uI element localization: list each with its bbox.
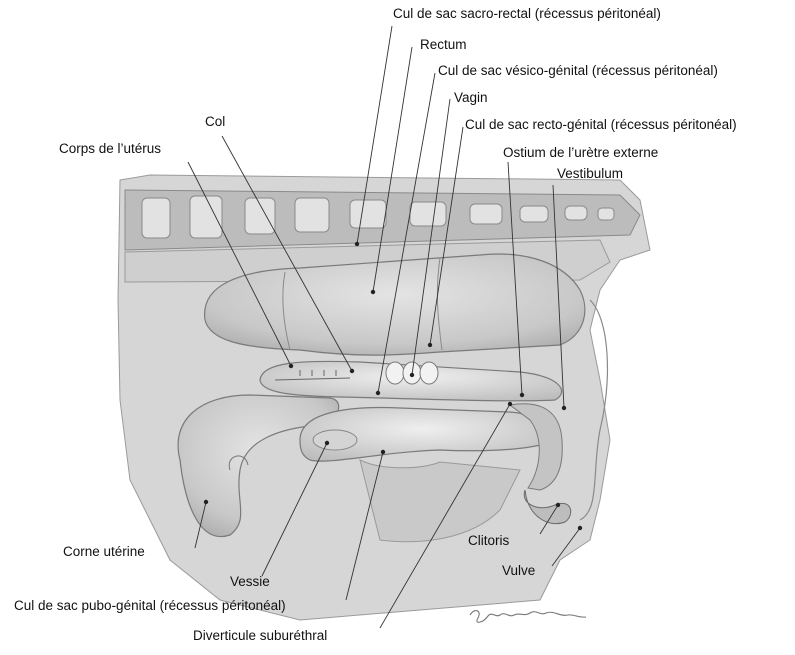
label-rectum: Rectum <box>420 37 467 53</box>
label-col: Col <box>205 114 225 130</box>
label-vessie: Vessie <box>230 574 270 590</box>
label-cul-de-sac-recto-genital: Cul de sac recto-génital (récessus périt… <box>465 117 737 133</box>
label-corps-uterus: Corps de l’utérus <box>59 141 161 157</box>
label-cul-de-sac-vesico-genital: Cul de sac vésico-génital (récessus péri… <box>438 63 718 79</box>
label-clitoris: Clitoris <box>468 533 509 549</box>
label-vestibulum: Vestibulum <box>557 166 623 182</box>
label-diverticule: Diverticule suburéthral <box>193 628 327 644</box>
label-vagin: Vagin <box>454 90 488 106</box>
label-cul-de-sac-pubo-genital: Cul de sac pubo-génital (récessus périto… <box>14 598 286 614</box>
label-corne-uterine: Corne utérine <box>63 544 145 560</box>
label-ostium-uretre: Ostium de l’urètre externe <box>503 145 658 161</box>
artist-signature <box>470 611 586 623</box>
label-cul-de-sac-sacro-rectal: Cul de sac sacro-rectal (récessus périto… <box>393 6 661 22</box>
label-vulve: Vulve <box>502 563 535 579</box>
